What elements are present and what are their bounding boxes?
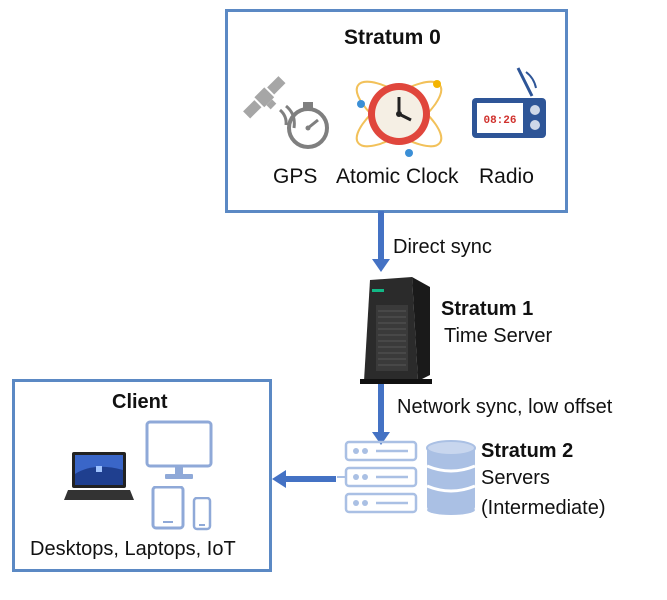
database-icon — [426, 440, 476, 515]
atomic-clock-icon — [355, 80, 443, 157]
tower-server-icon — [360, 277, 432, 384]
client-title: Client — [112, 391, 168, 413]
radio-icon: 08:26 — [472, 67, 546, 138]
network-sync-label: Network sync, low offset — [397, 396, 613, 418]
stratum1-title: Stratum 1 — [441, 298, 534, 320]
stratum2-subtitle-2: (Intermediate) — [481, 497, 606, 519]
tablet-icon — [151, 486, 185, 530]
direct-sync-arrow — [372, 211, 390, 272]
client-box — [12, 379, 272, 572]
laptop-icon — [64, 452, 134, 500]
monitor-icon — [145, 420, 213, 479]
client-sync-arrow — [272, 470, 336, 488]
client-devices-label: Desktops, Laptops, IoT — [30, 538, 236, 560]
stratum2-subtitle-1: Servers — [481, 467, 550, 489]
direct-sync-label: Direct sync — [393, 236, 492, 258]
radio-display-text: 08:26 — [483, 115, 516, 127]
stratum1-subtitle: Time Server — [444, 325, 553, 347]
network-sync-arrow — [372, 384, 390, 445]
gps-label: GPS — [273, 165, 318, 188]
radio-label: Radio — [479, 165, 534, 188]
phone-icon — [192, 497, 212, 531]
satellite-stopwatch-icon — [243, 76, 329, 149]
atomic-clock-label: Atomic Clock — [336, 165, 459, 188]
server-rack-icon — [337, 440, 418, 514]
stratum0-title: Stratum 0 — [344, 26, 441, 49]
stratum2-title: Stratum 2 — [481, 440, 574, 462]
